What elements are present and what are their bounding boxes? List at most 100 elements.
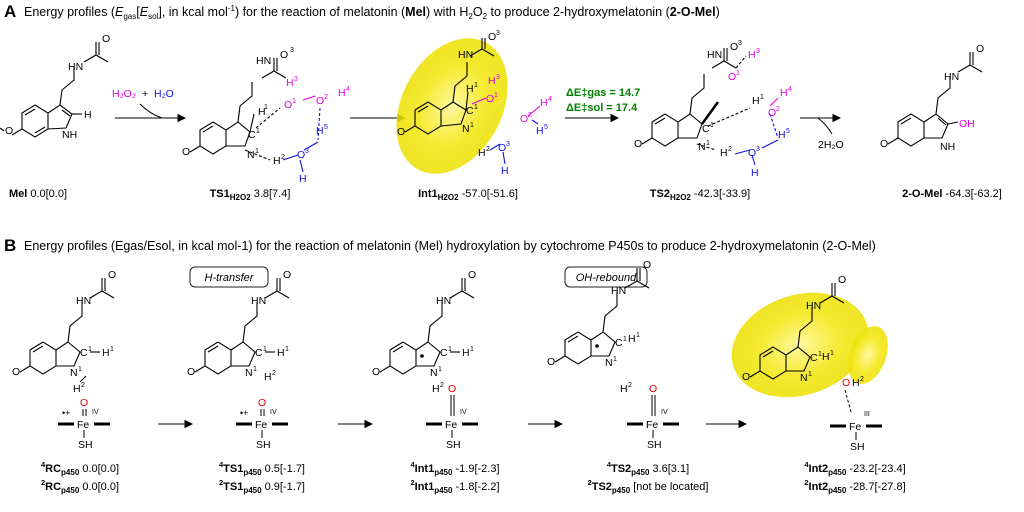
c1-atom: C (80, 347, 88, 359)
ts2-n1: N (698, 141, 706, 153)
n1-atom: N (800, 372, 808, 384)
int1-h4: H (540, 97, 548, 109)
int2-h1: H (822, 351, 830, 363)
int1-h5-num: 5 (544, 124, 548, 131)
fe-atom: Fe (849, 421, 861, 433)
mel-structure (0, 42, 109, 138)
omel-hn: HN (944, 71, 959, 83)
h-transfer-label: H-transfer (205, 272, 255, 284)
c1-num: 1 (623, 336, 627, 343)
int1-o2-num: 2 (528, 112, 532, 119)
methoxy-o: O (372, 366, 380, 378)
ts2-o3w-num: 3 (756, 146, 760, 153)
panel-b-header: B Energy profiles (Egas/Esol, in kcal mo… (4, 236, 876, 255)
fe-atom: Fe (445, 419, 457, 431)
int1-o3w: O (498, 142, 506, 154)
mel-carbonyl-o: O (102, 33, 110, 45)
int1-o1-num: 1 (494, 92, 498, 99)
radical-cation: •+ (62, 408, 70, 418)
species-label-b-4-1: 2Int2p450 -28.7[-27.8] (804, 478, 905, 495)
byproduct-2h2o: 2H₂O (818, 139, 844, 151)
ts1-o3w: O (297, 149, 305, 161)
ts2-o3w: O (748, 147, 756, 159)
n1-atom: N (605, 357, 613, 369)
species-label-a-3: TS2H2O2 -42.3[-33.9] (650, 188, 750, 202)
methoxy-o: O (187, 366, 195, 378)
n1-atom: N (430, 367, 438, 379)
n1-atom: N (70, 367, 78, 379)
int2-h2: H (852, 377, 860, 389)
panel-a-header: A Energy profiles (Egas[Esol], in kcal m… (4, 2, 720, 21)
int1-h1: H (466, 83, 474, 95)
methoxy-o: O (547, 356, 555, 368)
species-label-b-4-0: 4Int2p450 -23.2[-23.4] (804, 460, 905, 477)
methoxy-o: O (742, 371, 750, 383)
int1-h2-num: 2 (486, 146, 490, 153)
ts1-h1: H (258, 106, 266, 118)
ts1-o1-num: 1 (292, 98, 296, 105)
mel-hn: HN (68, 61, 83, 73)
n1-num: 1 (438, 366, 442, 373)
fe-oxidation: IV (661, 409, 668, 416)
ts2p-h1-num: 1 (636, 332, 640, 339)
ts1-c1-num: 1 (256, 128, 260, 135)
species-name: Int1 (418, 188, 438, 200)
species-label-a-4: 2-O-Mel -64.3[-63.2] (902, 188, 1002, 200)
int1-hw: H (501, 165, 509, 177)
amide-hn: HN (611, 285, 626, 297)
sh-group: SH (647, 439, 662, 451)
int1-c1: C (466, 105, 474, 117)
rc-h2-num: 2 (81, 382, 85, 389)
ts1-hw: H (299, 173, 307, 185)
ts2-h3: H (748, 49, 756, 61)
amide-o: O (468, 269, 476, 281)
int2-h1-num: 1 (830, 350, 834, 357)
int1-c1-num: 1 (474, 104, 478, 111)
oh-rebound-box: OH-rebound (564, 266, 648, 288)
omel-structure (887, 52, 983, 147)
panel-b-title: Energy profiles (Egas/Esol, in kcal mol-… (24, 239, 876, 253)
ts2-c1: C (702, 123, 710, 135)
n1-num: 1 (78, 366, 82, 373)
species-name: TS1 (210, 188, 230, 200)
ts1-h3: H (286, 77, 294, 89)
species-label-b-2-0: 4Int1p450 -1.9[-2.3] (410, 460, 499, 477)
int1-o1: O (486, 93, 494, 105)
ts2-c1-num: 1 (710, 122, 714, 129)
int1p-h2-num: 2 (440, 382, 444, 389)
fe-oxidation: IV (270, 409, 277, 416)
int1-o3: O (488, 31, 496, 43)
h1-num: 1 (470, 346, 474, 353)
int2-h2-num: 2 (860, 376, 864, 383)
ts2-h4: H (780, 87, 788, 99)
mel-methoxy-o: O (5, 125, 13, 137)
ts1-h2: H (273, 155, 281, 167)
barrier-gas: ΔE‡gas = 14.7 (566, 87, 640, 99)
amide-o: O (283, 269, 291, 281)
species-label-b-2-1: 2Int1p450 -1.8[-2.2] (410, 478, 499, 495)
ts1-h4-num: 4 (346, 86, 350, 93)
ts1-hn: HN (256, 55, 271, 67)
mel-h: H (84, 109, 92, 121)
ts2-h5-num: 5 (786, 128, 790, 135)
ts1-n1-num: 1 (255, 148, 259, 155)
int1-h4-num: 4 (548, 96, 552, 103)
ts2-h1-num: 1 (760, 94, 764, 101)
ts1p-h2: H (264, 371, 272, 383)
panel-b-letter: B (4, 236, 16, 255)
ts1-n1: N (247, 149, 255, 161)
panel-b-species-labels: 4RCp450 0.0[0.0]2RCp450 0.0[0.0]4TS1p450… (41, 460, 906, 495)
species-label-a-2: Int1H2O2 -57.0[-51.6] (418, 188, 518, 202)
c1-atom: C (440, 347, 448, 359)
species-label-a-0: Mel 0.0[0.0] (9, 188, 67, 200)
h1-atom: H (277, 347, 285, 359)
ts1p-h2-num: 2 (272, 370, 276, 377)
int1-o2: O (520, 113, 528, 125)
c1-num: 1 (88, 346, 92, 353)
species-value: 0.0[0.0] (27, 188, 67, 200)
ts1-o2: O (316, 95, 324, 107)
ts1-h5: H (316, 125, 324, 137)
ts2-h2-num: 2 (728, 146, 732, 153)
